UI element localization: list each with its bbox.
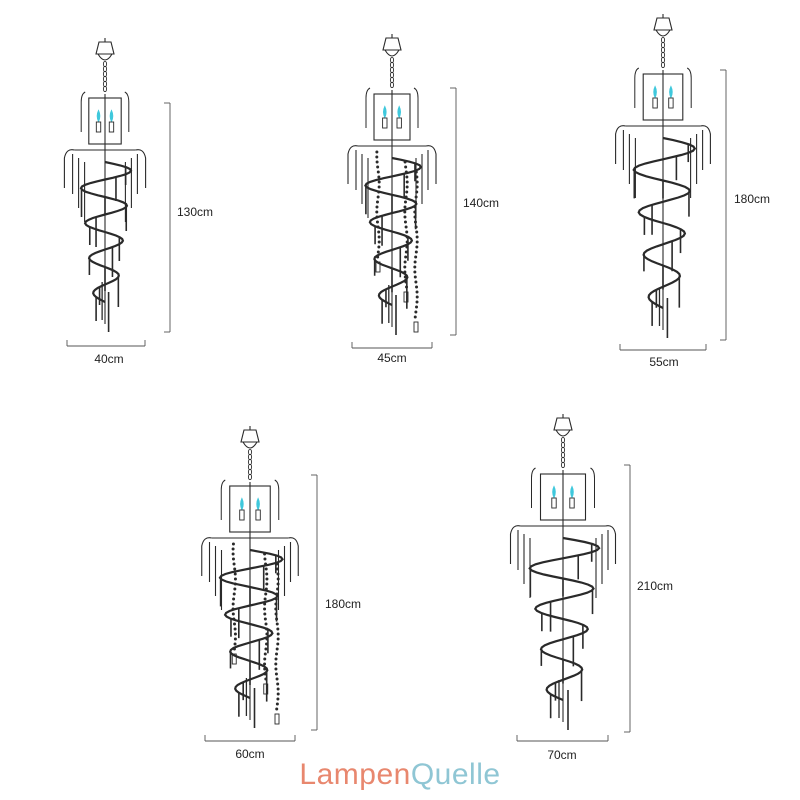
chandelier-variant-5: 70cm 210cm [509, 414, 673, 762]
chandelier-variant-1: 40cm 130cm [63, 38, 213, 366]
suspension-chain [247, 448, 253, 481]
canopy-cup [384, 49, 400, 57]
suspension-chain [660, 36, 666, 69]
top-crystal-strands [531, 467, 595, 508]
height-label: 210cm [637, 579, 673, 593]
suspension-chain [389, 56, 395, 89]
width-label: 60cm [235, 747, 264, 761]
top-crystal-strands [80, 91, 130, 132]
outer-crystal-strands [355, 150, 429, 218]
candle-bulb [96, 109, 101, 123]
brand-watermark-part1: Lampen [299, 758, 411, 791]
candle-bulb [570, 485, 574, 499]
chandelier-variant-4: 60cm 180cm [201, 426, 361, 761]
top-cage [229, 485, 271, 533]
crystal-drops [529, 543, 594, 719]
chandelier-drawing [509, 414, 617, 730]
height-label: 180cm [325, 597, 361, 611]
top-crystal-strands [634, 67, 692, 108]
crystal-arm [288, 537, 299, 576]
crystal-drops [80, 167, 128, 321]
candle-bulb [653, 85, 657, 99]
candle-holder [95, 121, 102, 133]
outer-crystal-strands [517, 530, 609, 598]
height-label: 180cm [734, 192, 770, 206]
ceiling-canopy [553, 417, 573, 431]
spiral-ribbon [528, 536, 601, 702]
spiral-ribbon [218, 548, 284, 700]
canopy-cup [242, 441, 258, 449]
crystal-arm [700, 125, 711, 164]
top-crystal-strands [365, 87, 419, 128]
crystal-arm [135, 149, 147, 188]
canopy-cup [655, 29, 671, 37]
candle-bulb [256, 497, 260, 511]
suspension-chain [102, 60, 108, 93]
top-cage [642, 73, 684, 121]
height-label: 130cm [177, 205, 213, 219]
chandelier-variant-2: 45cm 140cm [347, 34, 499, 365]
candle-holder [108, 121, 115, 133]
candle-holder [396, 117, 402, 129]
top-cage [88, 97, 122, 145]
bead-chains [231, 542, 280, 725]
ceiling-canopy [382, 37, 402, 51]
ceiling-canopy [95, 41, 115, 55]
candle-bulb [240, 497, 244, 511]
spiral-ribbon [79, 160, 133, 303]
suspension-chain [560, 436, 566, 469]
candle-holder [668, 97, 674, 109]
width-label: 55cm [649, 355, 678, 369]
chandelier-drawing [63, 38, 147, 332]
crystal-arm [605, 525, 617, 564]
crystal-drops [633, 144, 690, 326]
crystal-arm [509, 525, 521, 564]
spiral-ribbon [364, 156, 423, 306]
crystal-arm [347, 145, 359, 184]
canopy-cup [555, 429, 571, 437]
outer-crystal-strands [622, 130, 704, 198]
width-label: 70cm [547, 748, 576, 762]
candle-holder [255, 509, 261, 521]
chandelier-drawing [615, 14, 711, 338]
candle-bulb [552, 485, 556, 499]
crystal-arm [425, 145, 437, 184]
ceiling-canopy [653, 17, 673, 31]
candle-bulb [669, 85, 673, 99]
width-label: 40cm [94, 352, 123, 366]
candle-holder [239, 509, 245, 521]
candle-holder [652, 97, 658, 109]
bead-chains [375, 150, 419, 333]
ceiling-canopy [240, 429, 260, 443]
candle-holder [551, 497, 557, 509]
outer-crystal-strands [72, 154, 138, 222]
chandelier-drawing [201, 426, 299, 728]
brand-watermark: LampenQuelle [0, 758, 800, 792]
canopy-cup [97, 53, 113, 61]
height-label: 140cm [463, 196, 499, 210]
candle-holder [382, 117, 388, 129]
top-cage [539, 473, 587, 521]
top-cage [373, 93, 411, 141]
top-crystal-strands [220, 479, 280, 520]
chandelier-variant-3: 55cm 180cm [615, 14, 770, 369]
candle-bulb [383, 105, 387, 119]
crystal-drops [365, 163, 417, 324]
candle-bulb [109, 109, 114, 123]
chandelier-drawing [347, 34, 437, 335]
crystal-arm [201, 537, 212, 576]
candle-bulb [397, 105, 401, 119]
spiral-ribbon [632, 136, 697, 309]
candle-holder [569, 497, 575, 509]
brand-watermark-part2: Quelle [410, 758, 501, 791]
crystal-arm [615, 125, 626, 164]
crystal-arm [63, 149, 75, 188]
width-label: 45cm [377, 351, 406, 365]
